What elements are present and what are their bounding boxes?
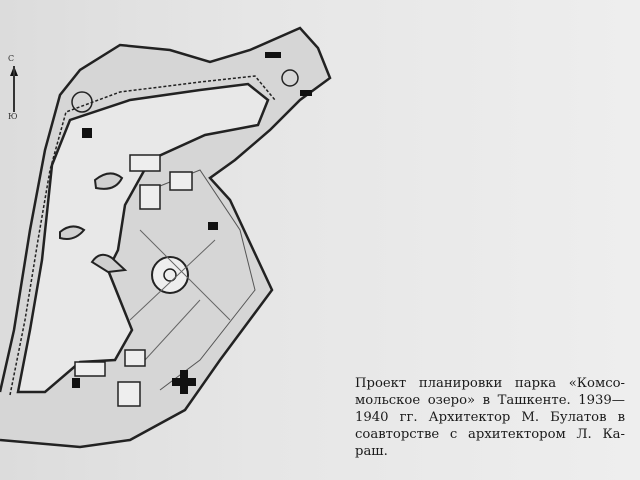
north-arrow: С Ю bbox=[4, 54, 24, 124]
building-cross bbox=[172, 370, 196, 394]
caption-line: Проект планировки парка «Комсо- bbox=[355, 376, 625, 391]
building bbox=[139, 184, 161, 210]
round-feature-east bbox=[281, 69, 299, 87]
arrow-shaft bbox=[13, 66, 15, 112]
building bbox=[124, 349, 146, 367]
round-feature-north bbox=[71, 91, 93, 113]
solid-building bbox=[265, 52, 281, 58]
solid-building bbox=[208, 222, 218, 230]
plaza-center bbox=[163, 268, 177, 282]
caption-line: 1940 гг. Архитектор М. Булатов в bbox=[355, 410, 625, 425]
lake-shore bbox=[16, 82, 270, 394]
building bbox=[129, 154, 161, 172]
building bbox=[169, 171, 193, 191]
caption-line: соавторстве с архитектором Л. Ка- bbox=[355, 427, 625, 442]
solid-building bbox=[72, 378, 80, 388]
caption-line: мольское озеро» в Ташкенте. 1939— bbox=[355, 393, 625, 408]
figure-caption: Проект планировки парка «Комсо- мольское… bbox=[355, 375, 625, 460]
solid-building bbox=[300, 90, 312, 96]
solid-building bbox=[82, 128, 92, 138]
north-label: С bbox=[8, 54, 15, 63]
island bbox=[93, 172, 124, 190]
south-label: Ю bbox=[8, 112, 18, 121]
park-cross-alleys bbox=[129, 229, 231, 361]
building bbox=[74, 361, 106, 377]
caption-line: раш. bbox=[355, 444, 388, 459]
peninsula bbox=[90, 253, 128, 274]
building bbox=[117, 381, 141, 407]
island-small bbox=[59, 225, 86, 240]
central-circle-plaza bbox=[151, 256, 189, 294]
